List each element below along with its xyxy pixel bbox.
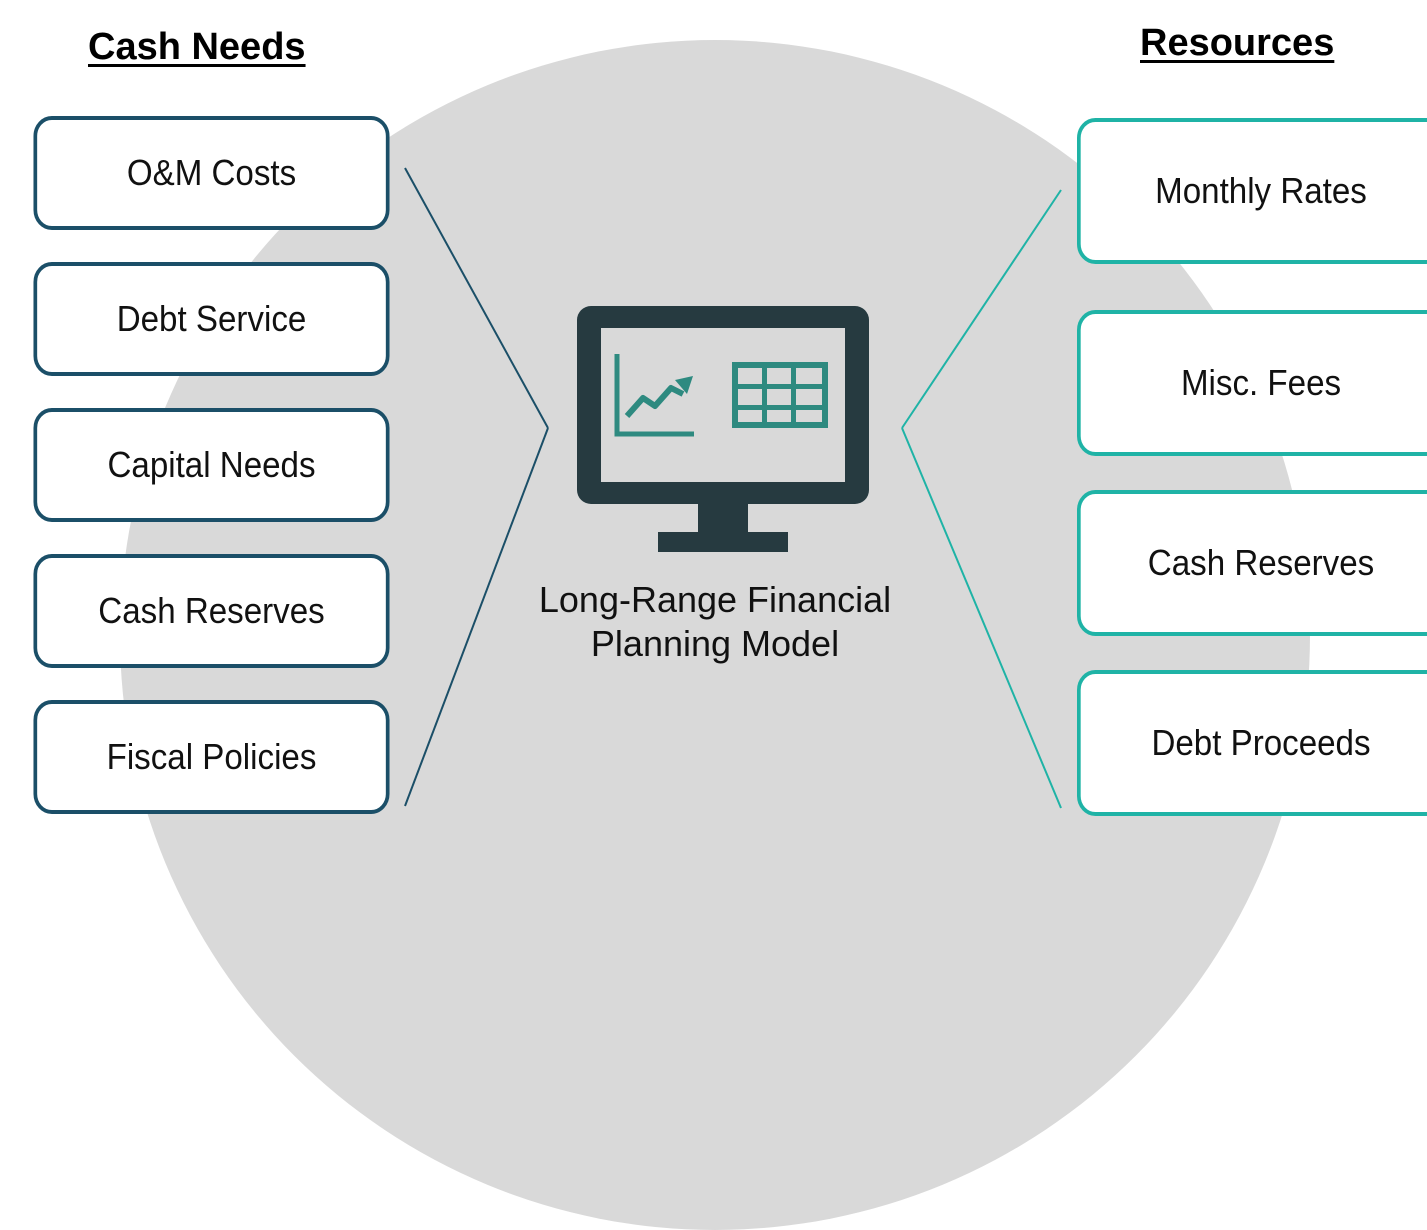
caption-line-1: Long-Range Financial — [538, 579, 892, 620]
caption-line-2: Planning Model — [590, 623, 840, 664]
cash-need-label: Capital Needs — [107, 444, 316, 485]
cash-need-label: Debt Service — [116, 298, 307, 339]
resource-label: Monthly Rates — [1155, 170, 1367, 211]
cash-need-fiscal-policies: Fiscal Policies — [33, 700, 390, 814]
resources-connector-bottom — [901, 427, 1062, 809]
cash-need-om-costs: O&M Costs — [33, 116, 390, 230]
cash-need-label: Cash Reserves — [98, 590, 325, 631]
center-caption: Long-Range Financial Planning Model — [480, 578, 950, 666]
resources-connector-top — [901, 189, 1062, 429]
cash-need-label: Fiscal Policies — [106, 736, 317, 777]
resource-misc-fees: Misc. Fees — [1077, 310, 1427, 456]
resource-label: Cash Reserves — [1147, 542, 1375, 583]
table-grid-icon — [732, 362, 828, 428]
cash-needs-heading: Cash Needs — [88, 26, 306, 68]
resource-debt-proceeds: Debt Proceeds — [1077, 670, 1427, 816]
computer-monitor-icon — [577, 306, 869, 552]
cash-need-label: O&M Costs — [126, 152, 297, 193]
resource-cash-reserves: Cash Reserves — [1077, 490, 1427, 636]
resource-label: Debt Proceeds — [1151, 722, 1371, 763]
needs-connector-top — [404, 167, 549, 429]
line-chart-icon — [614, 354, 694, 437]
resource-label: Misc. Fees — [1180, 362, 1342, 403]
cash-need-debt-service: Debt Service — [33, 262, 390, 376]
resources-heading: Resources — [1140, 22, 1335, 64]
cash-need-cash-reserves: Cash Reserves — [33, 554, 390, 668]
cash-need-capital-needs: Capital Needs — [33, 408, 390, 522]
resource-monthly-rates: Monthly Rates — [1077, 118, 1427, 264]
connector-lines — [404, 167, 1062, 809]
needs-connector-bottom — [404, 427, 549, 807]
